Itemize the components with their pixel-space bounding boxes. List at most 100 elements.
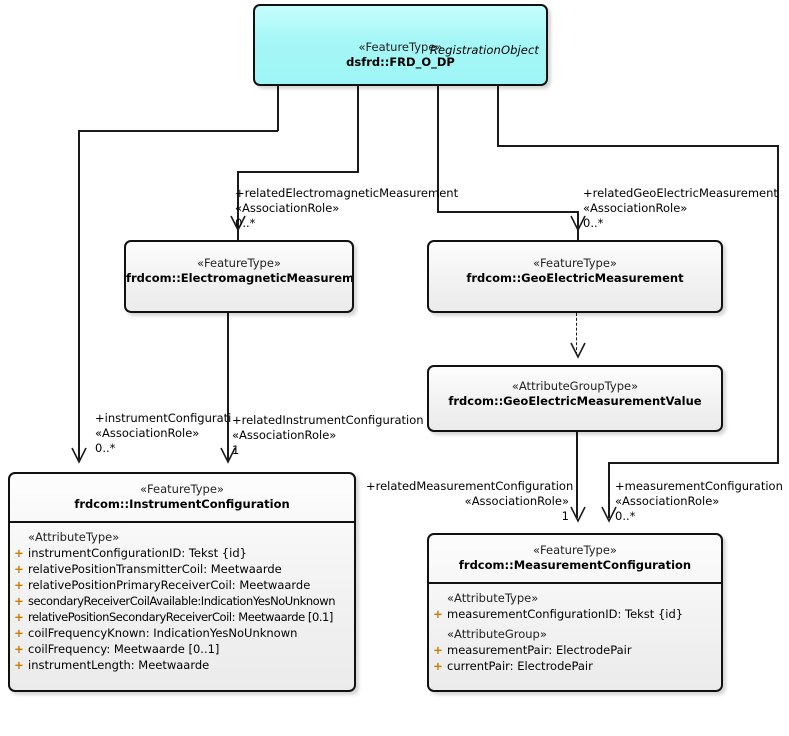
class-name: dsfrd::FRD_O_DP [346,55,455,69]
edge-root-to-geoelectric-seg1 [437,86,439,212]
class-box-measurement-configuration[interactable]: «FeatureType» frdcom::MeasurementConfigu… [427,533,723,692]
edge-root-to-measurementconfig-seg1 [497,86,499,147]
association-label-instrument-configuration: +instrumentConfiguratio «AssociationRole… [95,411,232,456]
class-stereotype: «FeatureType» [197,256,281,270]
edge-root-to-instrumentconfig-seg3 [78,130,80,460]
attribute-row: + coilFrequency: Meetwaarde [0..1] [10,641,354,657]
association-label-related-measurement-configuration: +relatedMeasurementConfiguration «Associ… [366,479,574,524]
edge-root-to-instrumentconfig-seg1 [277,86,279,131]
attribute-visibility: + [14,642,24,656]
class-box-instrument-configuration[interactable]: «FeatureType» frdcom::InstrumentConfigur… [8,472,356,692]
association-stereotype: «AssociationRole» [464,494,569,508]
attribute-group-label: «AttributeType» [28,530,120,544]
class-header: RegistrationObject «FeatureType» dsfrd::… [255,40,546,70]
attribute-row: + coilFrequencyKnown: IndicationYesNoUnk… [10,625,354,641]
attribute-visibility: + [14,626,24,640]
attribute-text: currentPair: ElectrodePair [447,659,593,673]
edge-electromagnetic-to-instrumentconfig [227,313,229,460]
association-role-name: +instrumentConfiguratio [95,411,232,425]
class-box-geoelectric-measurement[interactable]: «FeatureType» frdcom::GeoElectricMeasure… [427,240,723,313]
attribute-visibility: + [433,659,443,673]
attribute-text: coilFrequency: Meetwaarde [0..1] [28,642,220,656]
association-role-name: +measurementConfiguration [615,479,783,493]
attribute-text: instrumentConfigurationID: Tekst {id} [28,546,247,560]
edge-root-to-measurementconfig-seg3 [777,145,779,463]
class-header: «FeatureType» frdcom::GeoElectricMeasure… [429,256,721,286]
class-attribute-section: «AttributeType» + instrumentConfiguratio… [10,523,354,677]
edge-value-to-measurementconfig [576,432,578,518]
class-stereotype: «FeatureType» [358,40,443,54]
class-section-divider [10,521,354,523]
attribute-row: + relativePositionPrimaryReceiverCoil: M… [10,577,354,593]
association-role-name: +relatedGeoElectricMeasurement [583,186,778,200]
attribute-visibility: + [14,610,24,624]
edge-geoelectric-to-value-dashed [576,313,577,355]
class-header: «FeatureType» frdcom::MeasurementConfigu… [429,543,721,573]
association-stereotype: «AssociationRole» [615,494,720,508]
association-multiplicity: 0..* [235,216,256,230]
attribute-visibility: + [14,546,24,560]
class-name: frdcom::InstrumentConfiguration [74,497,290,511]
class-stereotype: «AttributeGroupType» [511,379,639,393]
attribute-visibility: + [433,643,443,657]
class-box-electromagnetic-measurement[interactable]: «FeatureType» frdcom::ElectromagneticMea… [124,240,354,313]
class-name: frdcom::GeoElectricMeasurement [466,271,684,285]
class-section-divider [429,582,721,584]
edge-root-to-electromagnetic-seg1 [357,86,359,172]
association-role-name: +relatedElectromagneticMeasurement [235,186,459,200]
association-stereotype: «AssociationRole» [95,426,200,440]
class-name: frdcom::MeasurementConfiguration [458,558,692,572]
association-multiplicity: 0..* [583,216,604,230]
attribute-group-label-group: «AttributeGroup» [447,627,547,641]
attribute-text: secondaryReceiverCoilAvailable:Indicatio… [28,594,336,608]
attribute-visibility: + [14,578,24,592]
class-box-geoelectric-measurement-value[interactable]: «AttributeGroupType» frdcom::GeoElectric… [427,365,723,432]
attribute-row: + measurementConfigurationID: Tekst {id} [429,606,721,622]
attribute-row: + relativePositionTransmitterCoil: Meetw… [10,561,354,577]
association-label-related-instrument-configuration: +relatedInstrumentConfiguration «Associa… [232,413,424,458]
association-role-name: +relatedMeasurementConfiguration [366,479,574,493]
attribute-visibility: + [14,658,24,672]
class-box-registration-object[interactable]: RegistrationObject «FeatureType» dsfrd::… [253,4,548,86]
association-label-related-electromagnetic-measurement: +relatedElectromagneticMeasurement «Asso… [235,186,458,231]
association-stereotype: «AssociationRole» [583,201,688,215]
association-multiplicity: 1 [232,443,240,457]
attribute-text: measurementPair: ElectrodePair [447,643,632,657]
attribute-visibility: + [14,594,24,608]
association-multiplicity: 1 [561,509,569,523]
attribute-visibility: + [14,562,24,576]
attribute-text: measurementConfigurationID: Tekst {id} [447,607,684,621]
class-stereotype: «FeatureType» [533,543,617,557]
class-header: «FeatureType» frdcom::ElectromagneticMea… [126,256,352,286]
class-stereotype: «FeatureType» [533,256,617,270]
attribute-text: instrumentLength: Meetwaarde [28,658,210,672]
edge-root-to-electromagnetic-seg3 [237,171,239,240]
attribute-row: + secondaryReceiverCoilAvailable:Indicat… [10,593,354,609]
class-attribute-section: «AttributeType» + measurementConfigurati… [429,584,721,678]
attribute-text: relativePositionTransmitterCoil: Meetwaa… [28,562,282,576]
edge-root-to-electromagnetic-seg2 [237,171,359,173]
edge-root-to-instrumentconfig-seg2 [78,130,278,132]
edge-root-to-geoelectric-seg2 [437,211,579,213]
edge-root-to-measurementconfig-seg2 [497,145,779,147]
class-stereotype: «FeatureType» [140,482,224,496]
association-stereotype: «AssociationRole» [235,201,340,215]
association-label-related-geoelectric-measurement: +relatedGeoElectricMeasurement «Associat… [583,186,778,231]
edge-root-to-measurementconfig-seg5 [608,462,610,518]
class-corner-title: RegistrationObject [429,43,539,57]
edge-root-to-measurementconfig-seg4 [608,462,779,464]
attribute-row: + instrumentLength: Meetwaarde [10,657,354,673]
attribute-row: + instrumentConfigurationID: Tekst {id} [10,545,354,561]
association-multiplicity: 0..* [95,441,116,455]
class-name: frdcom::GeoElectricMeasurementValue [448,394,702,408]
class-header: «FeatureType» frdcom::InstrumentConfigur… [10,482,354,512]
attribute-text: coilFrequencyKnown: IndicationYesNoUnkno… [28,626,298,640]
attribute-group-label-type: «AttributeType» [447,591,539,605]
attribute-text: relativePositionSecondaryReceiverCoil: M… [28,610,333,624]
class-name: frdcom::ElectromagneticMeasurement [126,271,354,285]
edge-root-to-geoelectric-seg3 [577,211,579,240]
attribute-text: relativePositionPrimaryReceiverCoil: Mee… [28,578,311,592]
association-label-measurement-configuration: +measurementConfiguration «AssociationRo… [615,479,783,524]
association-multiplicity: 0..* [615,509,636,523]
